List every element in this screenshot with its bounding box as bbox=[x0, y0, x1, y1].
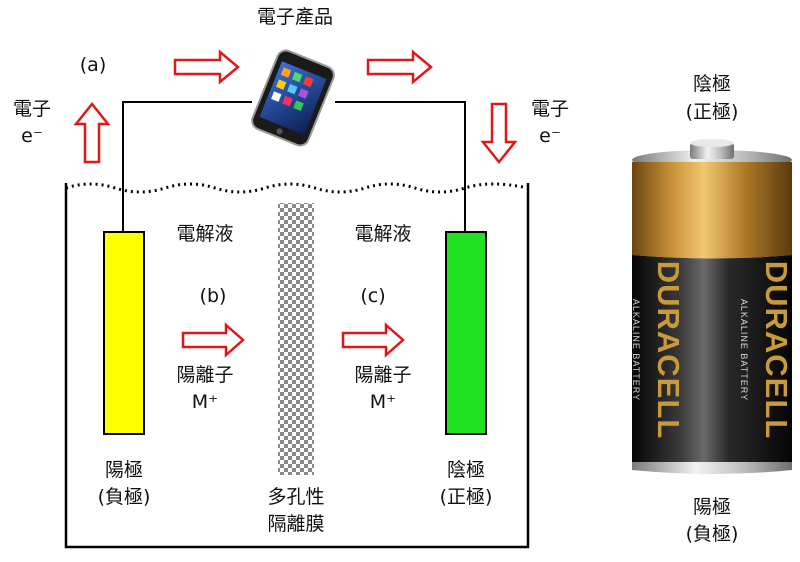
battery-brand-right: DURACELL bbox=[759, 261, 794, 440]
anode-label: 陽極 bbox=[104, 459, 143, 481]
part-c-label: (c) bbox=[360, 285, 386, 307]
electron-left-symbol: e⁻ bbox=[21, 125, 43, 147]
porous-separator bbox=[278, 203, 314, 475]
battery-brand-left: DURACELL bbox=[651, 261, 686, 440]
part-b-label: (b) bbox=[199, 285, 227, 307]
separator-label: 多孔性 bbox=[267, 486, 325, 508]
duracell-battery: DURACELL ALKALINE BATTERY DURACELL ALKAL… bbox=[631, 139, 794, 474]
battery-subtitle-right: ALKALINE BATTERY bbox=[739, 299, 749, 401]
phone-icon bbox=[251, 49, 335, 147]
cation-right-label: 陽離子 bbox=[354, 364, 412, 386]
electron-right-symbol: e⁻ bbox=[539, 125, 561, 147]
wire-left bbox=[122, 101, 252, 232]
part-a-label: (a) bbox=[79, 54, 107, 76]
cation-flow-arrow-left bbox=[181, 322, 245, 358]
electron-left-label: 電子 bbox=[12, 98, 51, 120]
device-label: 電子產品 bbox=[256, 6, 333, 28]
cation-left-symbol: M⁺ bbox=[191, 391, 219, 413]
electrolyte-surface bbox=[65, 182, 529, 194]
battery-bottom-label: 陽極 bbox=[692, 496, 731, 518]
anode-sublabel: (負極) bbox=[97, 486, 151, 508]
anode-electrode bbox=[103, 231, 145, 435]
electrolyte-right-label: 電解液 bbox=[354, 223, 412, 245]
battery-top-label: 陰極 bbox=[692, 73, 731, 95]
wire-right bbox=[335, 101, 466, 232]
electron-flow-arrow-down bbox=[480, 102, 518, 165]
battery-top-sublabel: (正極) bbox=[685, 101, 739, 123]
battery-bottom-sublabel: (負極) bbox=[685, 523, 739, 545]
cathode-sublabel: (正極) bbox=[439, 486, 493, 508]
cation-right-symbol: M⁺ bbox=[369, 391, 397, 413]
electrolyte-left-label: 電解液 bbox=[176, 223, 234, 245]
electron-flow-arrow-top-right bbox=[366, 49, 433, 85]
electron-right-label: 電子 bbox=[530, 98, 569, 120]
cation-left-label: 陽離子 bbox=[176, 364, 234, 386]
electron-flow-arrow-up bbox=[73, 101, 111, 164]
container-outline bbox=[64, 183, 530, 549]
separator-sublabel: 隔離膜 bbox=[267, 513, 325, 535]
cation-flow-arrow-right bbox=[341, 322, 405, 358]
electron-flow-arrow-top-left bbox=[173, 49, 240, 85]
cathode-label: 陰極 bbox=[446, 459, 485, 481]
cathode-electrode bbox=[445, 231, 487, 435]
battery-subtitle-left: ALKALINE BATTERY bbox=[631, 299, 641, 401]
